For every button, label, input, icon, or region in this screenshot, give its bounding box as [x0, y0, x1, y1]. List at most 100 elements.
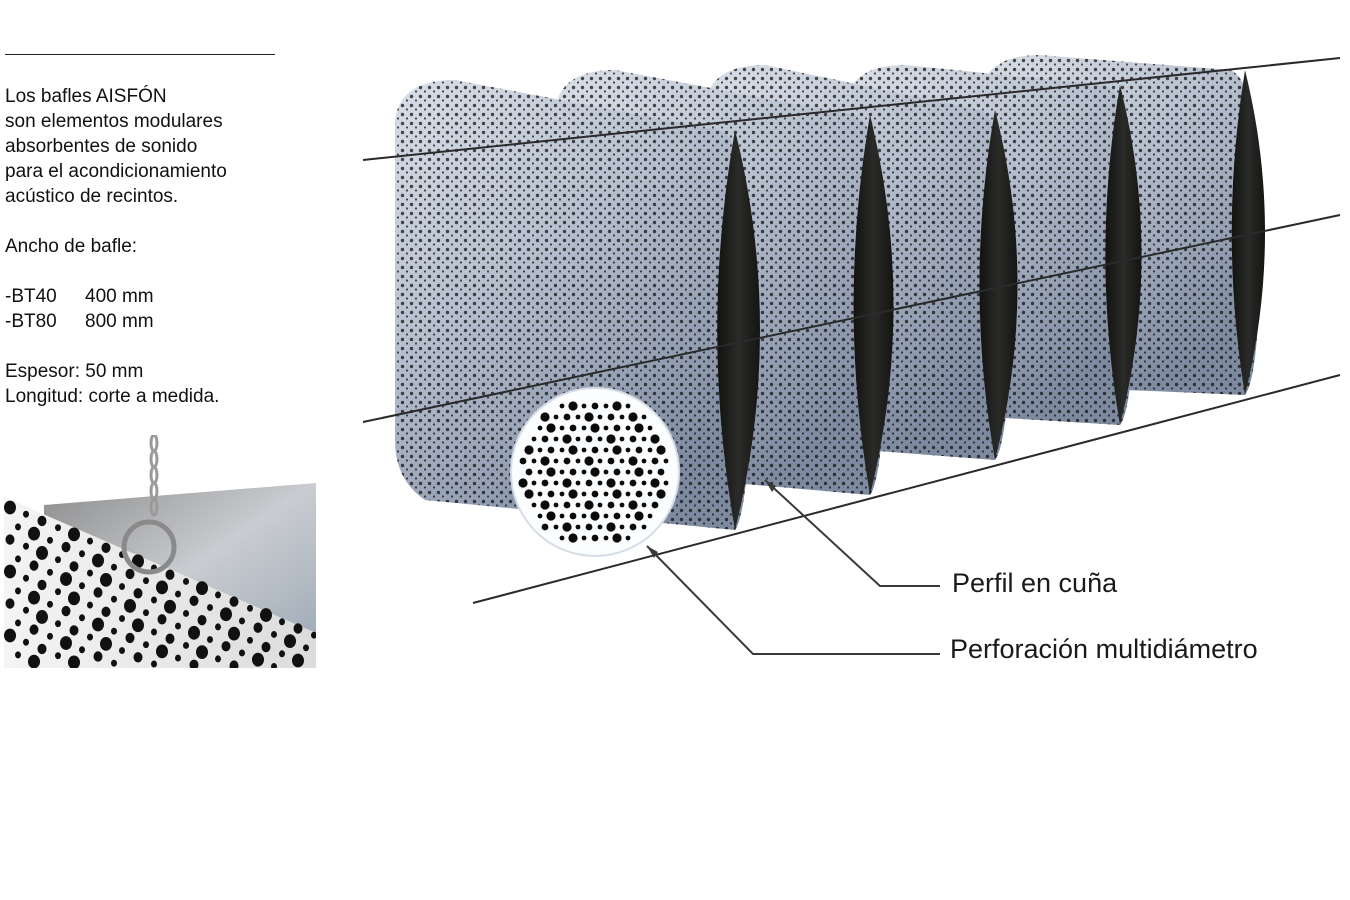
perforation-dot: [597, 458, 603, 464]
perforation-dot: [625, 513, 631, 519]
perforation-hole: [111, 595, 117, 603]
perforation-hole: [101, 542, 111, 554]
perforation-hole: [220, 607, 232, 622]
perforation-dot: [619, 524, 625, 530]
perforation-hole: [111, 627, 117, 635]
perforation-hole: [4, 564, 16, 579]
perforation-dot: [559, 447, 565, 453]
perforation-hole: [311, 631, 316, 639]
perforation-hole: [55, 652, 61, 660]
perforation-hole: [125, 632, 135, 644]
perforation-dot: [641, 524, 647, 530]
perforation-dot: [628, 456, 638, 466]
perforation-dot: [613, 424, 621, 432]
profile-callout-label: Perfil en cuña: [952, 568, 1118, 598]
perforation-hole: [183, 641, 189, 649]
perforation-hole: [55, 524, 61, 532]
perforation-dot: [531, 436, 537, 442]
perforation-dot: [540, 412, 550, 422]
perforation-dot: [603, 535, 609, 541]
perforation-hole: [247, 604, 253, 612]
perforation-dot: [634, 423, 644, 433]
perforation-hole: [175, 654, 181, 662]
spec-row-bt80: -BT80 800 mm: [5, 309, 335, 334]
perforation-dot: [629, 523, 637, 531]
perforation-hole: [92, 617, 104, 632]
perforation-dot: [531, 458, 537, 464]
perforation-hole: [143, 641, 149, 649]
perforation-hole: [229, 596, 239, 607]
perforation-hole: [68, 527, 80, 542]
perforation-dot: [641, 480, 647, 486]
perforation-hole: [87, 633, 93, 641]
perforation-dot: [575, 524, 581, 530]
perforation-hole: [15, 587, 21, 595]
perforation-dot: [591, 534, 599, 542]
perforation-hole: [4, 500, 16, 515]
perforation-dot: [641, 502, 647, 508]
perforation-dot: [540, 456, 550, 466]
perforation-dot: [547, 446, 555, 454]
suspension-cables: [362, 57, 1341, 604]
perforation-holes: [4, 500, 316, 668]
perforation-hole: [260, 608, 272, 622]
perforation-hole: [37, 643, 47, 655]
perforation-hole: [68, 655, 80, 668]
perforation-hole: [5, 598, 15, 609]
perforation-dot: [575, 502, 581, 508]
perforation-dot: [581, 403, 587, 409]
perforation-hole: [279, 650, 285, 658]
model-width: 800 mm: [85, 311, 154, 332]
perforation-dot: [619, 436, 625, 442]
perforation-dot: [537, 491, 543, 497]
perforation-hole: [293, 623, 303, 634]
perforation-hole: [68, 591, 80, 606]
perforation-hole: [165, 569, 175, 580]
perforation-hole: [239, 617, 245, 625]
perforation-dot: [597, 502, 603, 508]
perforation-dot: [559, 425, 565, 431]
perforation-dot: [563, 413, 571, 421]
perforation-dot: [537, 513, 543, 519]
perforation-hole: [79, 582, 85, 590]
perforation-dot: [537, 469, 543, 475]
perforation-dot: [625, 469, 631, 475]
perforation-dot: [647, 469, 653, 475]
perforation-dot: [603, 513, 609, 519]
perforation-hole: [29, 624, 39, 635]
perforation-hole: [79, 614, 85, 622]
perforation-hole: [55, 588, 61, 596]
perforation-dot: [590, 467, 600, 477]
perforation-hole: [207, 604, 213, 611]
perforation-hole: [28, 654, 40, 668]
perforation-dot: [607, 501, 615, 509]
perforation-dot: [619, 414, 625, 420]
intro-line: son elementos modulares: [5, 111, 223, 132]
perforation-dot: [575, 414, 581, 420]
perforation-hole: [15, 651, 21, 659]
perforation-dot: [531, 502, 537, 508]
model-code: -BT80: [5, 311, 57, 332]
perforation-dot: [591, 490, 599, 498]
perforation-dot: [581, 491, 587, 497]
perforation-dot: [650, 478, 660, 488]
perforation-dot: [568, 445, 578, 455]
perforation-hole: [23, 510, 29, 518]
perforation-dot: [546, 423, 556, 433]
perforation-hole: [60, 572, 72, 586]
header-rule: [5, 54, 275, 55]
perforation-hole: [215, 623, 221, 631]
perforation-hole: [47, 536, 53, 544]
perforation-hole: [15, 555, 21, 563]
perforation-dot: [541, 435, 549, 443]
perforation-hole: [143, 609, 149, 617]
arrow-head: [647, 546, 658, 558]
perforation-dot: [619, 458, 625, 464]
perforation-dot: [559, 469, 565, 475]
perforation-hole: [111, 563, 117, 571]
perforation-hole: [100, 572, 112, 587]
intro-line: para el acondicionamiento: [5, 161, 227, 182]
perforation-dot: [629, 479, 637, 487]
perforation-hole: [228, 626, 240, 641]
perforation-hole: [239, 649, 245, 657]
